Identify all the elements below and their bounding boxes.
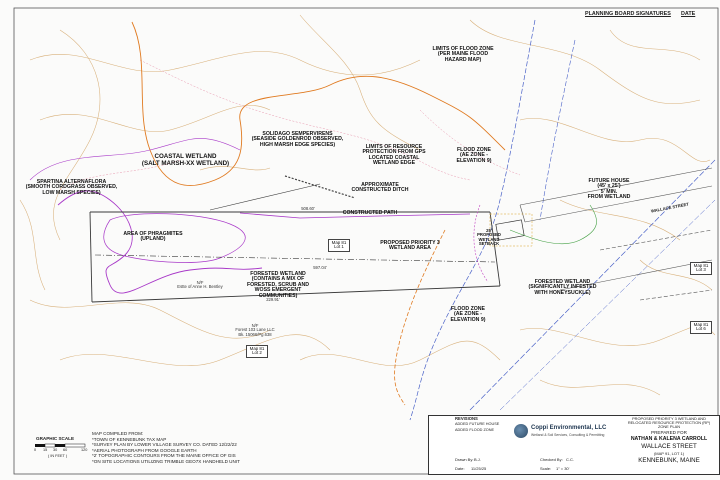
map-lot-box-1: Map 81 Lot 1 [328,239,350,252]
graphic-scale-title: GRAPHIC SCALE [36,436,75,441]
title-block [428,415,720,475]
map-lot-box-2: Map 81 Lot 2 [246,345,268,358]
revision-1: ADDED FUTURE HOUSE [455,422,500,426]
owner-forest-label: N/F Forest 103 Lane LLC Bk. 15066/Pg.638 [235,323,275,337]
scale-unit: ( IN FEET ) [48,454,68,458]
coastal-wetland-edge-2 [29,138,241,181]
constructed-path-label: CONSTRUCTED PATH [342,210,398,216]
plan-title: PROPOSED PRIORITY 3 WETLAND AND RELOCATE… [627,416,711,430]
phragmites-area [103,213,246,263]
client-name: NATHAN & KALENA CARROLL [630,436,708,442]
date-label: Date: [455,466,465,471]
notes-line: *ON SITE LOCATIONS UTILIZING TRIMBLE GEO… [92,458,240,464]
flood-zone-top-label: FLOOD ZONE (AE ZONE - ELEVATION 9) [456,147,492,164]
drawn-by-label: Drawn By: [455,457,474,462]
coastal-wetland-label: COASTAL WETLAND (SALT MARSH-XX WETLAND) [141,153,230,167]
firm-subtitle: Wetland & Soil Services, Consulting & Pe… [531,433,605,437]
flood-zone-bottom-label: FLOOD ZONE (AE ZONE - ELEVATION 9) [450,306,486,323]
dim-597: 597.04' [313,265,327,270]
flood-line-diag [469,159,716,411]
topo-contours [19,14,716,396]
checked-by-label: Checked By: [540,457,563,462]
phragmites-label: AREA OF PHRAGMITES (UPLAND) [123,231,183,243]
shore-contours [59,59,521,191]
lot-number: Lot 6 [696,326,706,332]
setback-line [473,204,489,283]
flood-zone-line-2 [539,39,576,221]
map-lot-box-6: Map 81 Lot 6 [690,321,712,334]
date-value: 11/25/25 [471,466,487,471]
notes-line: *TOWN OF KENNEBUNK TAX MAP [92,436,167,442]
scale-tick-0: 0 [34,448,37,452]
drawn-by-value: B.J. [474,457,481,462]
firm-logo [514,424,528,438]
forested-wetland-label: FORESTED WETLAND (CONTAINS A MIX OF FORE… [246,271,310,299]
revision-2: ADDED FLOOD ZONE [455,428,495,432]
prepared-for: PREPARED FOR [651,430,687,435]
resource-protection-line [131,21,506,186]
map-number: Map 81 [249,345,265,351]
scale-tick-1: 15 [43,448,48,452]
proposed-priority-label: PROPOSED PRIORITY 3 WETLAND AREA [380,240,440,252]
graphic-scale-bar [35,443,86,448]
dim-508: 508.60' [301,206,315,211]
spartina-label: SPARTINA ALTERNAFLORA (SMOOTH CORDGRASS … [25,179,118,196]
ditch [284,175,356,199]
flood-line-diag-2 [499,199,716,411]
coastal-wetland-edge [57,190,263,294]
lot-number: Lot 1 [334,244,344,250]
notes-heading: MAP COMPILED FROM: [92,431,144,436]
notes-line: *2' TOPOGRAPHIC CONTOURS FROM THE MAINE … [92,453,236,459]
scale-tick-2: 30 [53,448,58,452]
map-lot-box-3: Map 81 Lot 3 [690,262,712,275]
future-house-footprint [495,219,525,241]
drawing-border [13,7,719,475]
firm-name: Coppi Environmental, LLC [531,425,607,431]
property-boundary [89,183,501,303]
scale-tick-3: 60 [63,448,68,452]
planning-board-signatures: PLANNING BOARD SIGNATURES [585,11,671,17]
map-compiled-notes: MAP COMPILED FROM: *TOWN OF KENNEBUNK TA… [92,431,277,465]
scale-tick-4: 120 [81,448,88,452]
revisions-heading: REVISIONS [455,416,478,421]
street-title: WALLACE STREET [641,443,697,450]
scale-label: Scale: [540,466,552,471]
flood-zone-line [409,19,536,421]
resource-protection-line-2 [394,229,446,406]
map-number: Map 81 [331,239,347,245]
future-house-label: FUTURE HOUSE (45' x 25') 5' MIN. FROM WE… [587,178,631,201]
dim-229: 229.91' [266,297,280,302]
house-envelope [489,213,533,247]
map-number: Map 81 [693,262,709,268]
map-number: Map 81 [693,321,709,327]
notes-line: *AERIAL PHOTOGRAPH FROM GOOGLE EARTH [92,447,197,453]
flood-zone-limits-label: LIMITS OF FLOOD ZONE (PER MAINE FLOOD HA… [432,46,494,63]
street-lines [519,167,713,301]
resource-protection-label: LIMITS OF RESOURCE PROTECTION FROM GPS L… [362,144,426,167]
notes-line: *SURVEY PLAN BY LOWER VILLAGE SURVEY CO.… [92,442,237,448]
lot-number: Lot 3 [696,267,706,273]
forested-honeysuckle-label: FORESTED WETLAND (SIGNIFICANTLY INFESTED… [528,279,597,296]
resource-green [509,204,597,244]
constructed-ditch-label: APPROXIMATE CONSTRUCTED DITCH [351,182,409,194]
wetland-setback-label: 25' PROPOSED WETLAND SETBACK [477,228,501,247]
signature-date-label: DATE [681,11,696,17]
owner-bentley-label: N/F Estte of Anne H. Bentley [177,280,223,290]
constructed-path [239,212,471,219]
scale-value: 1" = 30' [556,466,570,471]
map-lot-title: (MAP 91, LOT 1) [653,451,685,456]
solidago-label: SOLIDAGO SEMPERVIRENS (SEASIDE GOLDENROD… [251,131,344,148]
lot-number: Lot 2 [252,350,262,356]
town-title: KENNEBUNK, MAINE [638,457,700,464]
checked-by-value: C.C. [566,457,574,462]
